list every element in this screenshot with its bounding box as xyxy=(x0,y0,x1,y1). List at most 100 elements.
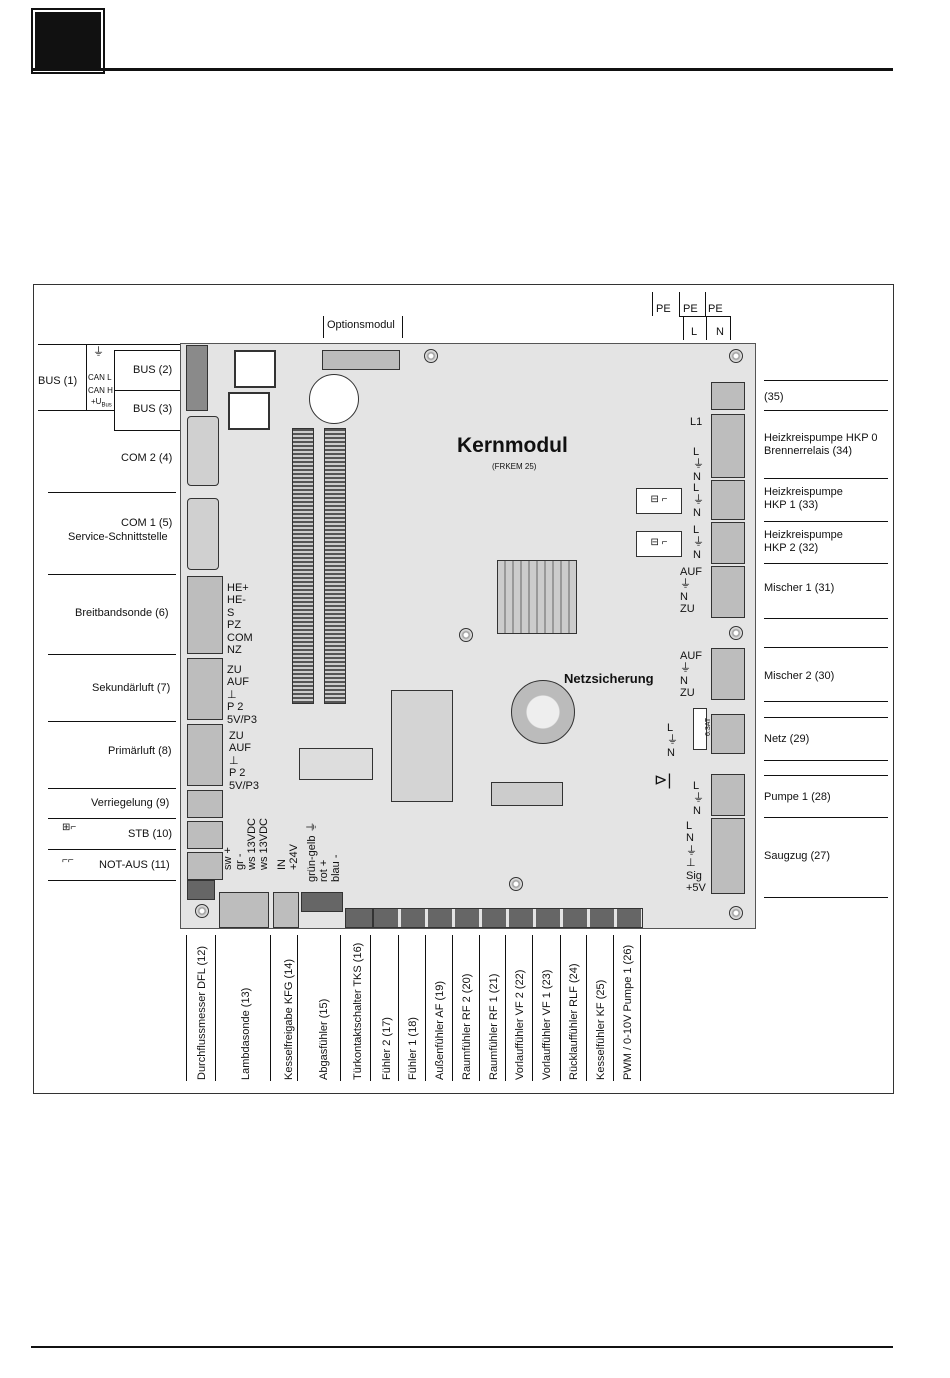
pin-label-primaer: ⊥ xyxy=(229,754,239,767)
module-title: Kernmodul xyxy=(457,434,568,457)
pin-label-mischer2: N xyxy=(680,674,688,687)
terminal-hkp1[interactable] xyxy=(711,480,745,520)
pin-label-netz: ⏚ xyxy=(667,734,678,747)
pin-label-kfg: IN xyxy=(276,859,288,870)
terminal-tks[interactable] xyxy=(345,908,373,928)
bus2-label: BUS (2) xyxy=(133,364,173,376)
board: Kernmodul (FRKEM 25) Netzsicherung 6.3AT xyxy=(180,343,756,929)
mischer2-label: Mischer 2 (30) xyxy=(764,670,835,682)
com2-port[interactable] xyxy=(187,416,219,486)
pin-label-mischer2: ⏚ xyxy=(680,662,691,675)
terminal-verriegelung[interactable] xyxy=(187,790,223,818)
bottom-separator xyxy=(586,935,587,1081)
pin-label-breitband: PZ xyxy=(227,619,242,632)
pin-label-hkp2: L xyxy=(693,524,700,536)
module-subtitle: (FRKEM 25) xyxy=(492,462,537,471)
terminal-saugzug[interactable] xyxy=(711,818,745,894)
pin-label-mischer2: AUF xyxy=(680,650,702,662)
transformer xyxy=(497,560,577,634)
terminal-mischer2[interactable] xyxy=(711,648,745,700)
terminal-stb[interactable] xyxy=(187,821,223,849)
ubus-label: +UBus xyxy=(91,397,112,409)
com1-port[interactable] xyxy=(187,498,219,570)
bottom-separator xyxy=(560,935,561,1081)
slot-right xyxy=(324,428,346,704)
hkp1a-label: Heizkreispumpe xyxy=(764,486,843,498)
pe-label-2: PE xyxy=(683,303,698,315)
bottom-label: Vorlauffühler VF 1 (23) xyxy=(541,969,553,1080)
bus-header xyxy=(186,345,208,411)
pin-label-lambda: ws 13VDC xyxy=(258,818,270,870)
pin-label-lambda: sw + xyxy=(222,847,234,870)
footer-rule xyxy=(31,1346,893,1348)
pin-label-mischer1: AUF xyxy=(680,566,702,578)
pin-label-hkp0: ⏚ xyxy=(693,458,704,471)
regulator xyxy=(299,748,373,780)
terminal-pumpe1[interactable] xyxy=(711,774,745,816)
pin-label-saugzug: ⊥ xyxy=(686,857,696,870)
hkp1b-label: HKP 1 (33) xyxy=(764,499,819,511)
pin-label-breitband: S xyxy=(227,606,235,619)
relay-icon: ⊟ ⌐ xyxy=(636,488,682,514)
terminal-hkp2[interactable] xyxy=(711,522,745,564)
com1-label: COM 1 (5) xyxy=(121,517,173,529)
options-module-connector[interactable] xyxy=(322,350,400,370)
bottom-separator xyxy=(186,935,187,1081)
fuse[interactable] xyxy=(693,708,707,750)
terminal-35[interactable] xyxy=(711,382,745,410)
terminal-row[interactable] xyxy=(373,908,643,928)
ground-icon: ⏚ xyxy=(93,346,104,358)
pin-label-sekundaer: 5V/P3 xyxy=(227,713,257,726)
bottom-label: Raumfühler RF 2 (20) xyxy=(461,973,473,1080)
pumpe1-label: Pumpe 1 (28) xyxy=(764,791,831,803)
pin-label-lambda: gr - xyxy=(234,853,246,871)
terminal-kfg[interactable] xyxy=(273,892,299,928)
bottom-separator xyxy=(297,935,298,1081)
bottom-label: Fühler 2 (17) xyxy=(381,1017,393,1080)
pin-label-breitband: NZ xyxy=(227,644,242,656)
mount-hole xyxy=(509,877,523,891)
rj45-bus2[interactable] xyxy=(234,350,276,388)
pin-label-sekundaer: P 2 xyxy=(227,701,244,714)
bottom-label: Lambdasonde (13) xyxy=(240,987,252,1080)
terminal-lambda[interactable] xyxy=(219,892,269,928)
terminal-breitband[interactable] xyxy=(187,576,223,654)
terminal-notaus[interactable] xyxy=(187,852,223,880)
bottom-label: Abgasfühler (15) xyxy=(318,998,330,1080)
pin-label-hkp2: N xyxy=(693,548,701,561)
terminal-abgas[interactable] xyxy=(301,892,343,912)
sekundaer-label: Sekundärluft (7) xyxy=(92,682,171,694)
triac-icon: ⊳| xyxy=(654,772,672,789)
stb-label: STB (10) xyxy=(128,828,173,840)
terminal-primaer[interactable] xyxy=(187,724,223,786)
hkp2b-label: HKP 2 (32) xyxy=(764,542,819,554)
mount-hole xyxy=(424,349,438,363)
bottom-label: Rücklauffühler RLF (24) xyxy=(568,963,580,1080)
terminal-hkp0[interactable] xyxy=(711,414,745,478)
pin-label-r35: L1 xyxy=(690,416,703,428)
rj45-bus3[interactable] xyxy=(228,392,270,430)
bottom-separator xyxy=(398,935,399,1081)
r35-label: (35) xyxy=(764,391,784,403)
mount-hole xyxy=(195,904,209,918)
terminal-netz[interactable] xyxy=(711,714,745,754)
terminal-dfl[interactable] xyxy=(187,880,215,900)
options-module-label: Optionsmodul xyxy=(327,319,395,331)
breitband-label: Breitbandsonde (6) xyxy=(75,607,169,619)
brenner-label: Brennerrelais (34) xyxy=(764,445,853,457)
pin-label-saugzug: ⏚ xyxy=(686,844,697,857)
chapter-box xyxy=(31,8,105,74)
bottom-label: Türkontaktschalter TKS (16) xyxy=(352,942,364,1080)
pin-label-hkp2: ⏚ xyxy=(693,536,704,549)
bottom-separator xyxy=(425,935,426,1081)
notaus-label: NOT-AUS (11) xyxy=(99,859,170,871)
chip xyxy=(391,690,453,802)
bottom-separator xyxy=(532,935,533,1081)
pin-label-primaer: P 2 xyxy=(229,767,246,780)
pin-label-breitband: HE- xyxy=(227,594,246,607)
terminal-sekundaer[interactable] xyxy=(187,658,223,720)
terminal-mischer1[interactable] xyxy=(711,566,745,618)
pe-label-1: PE xyxy=(656,303,671,315)
bottom-separator xyxy=(452,935,453,1081)
bottom-label: Kesselfühler KF (25) xyxy=(595,979,607,1080)
